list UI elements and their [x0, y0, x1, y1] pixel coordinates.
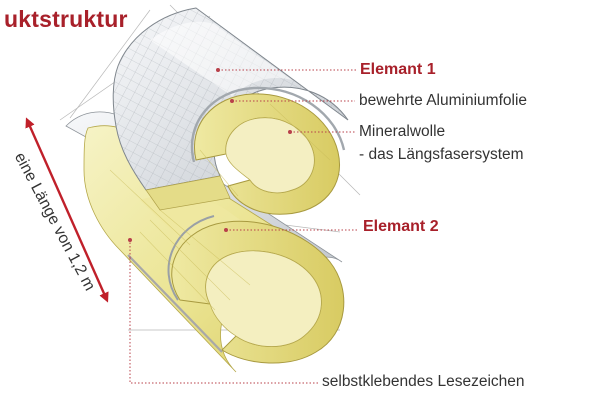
label-element-2: Elemant 2 [363, 218, 439, 236]
page-title: uktstruktur [4, 6, 128, 33]
label-mineral-wool: Mineralwolle [359, 123, 445, 141]
label-element-1: Elemant 1 [360, 61, 436, 79]
label-fiber-system: - das Längsfasersystem [359, 146, 524, 164]
label-self-adhesive-strip: selbstklebendes Lesezeichen [322, 373, 525, 391]
label-aluminium-foil: bewehrte Aluminiumfolie [359, 92, 527, 110]
element-1-shell [113, 8, 348, 214]
